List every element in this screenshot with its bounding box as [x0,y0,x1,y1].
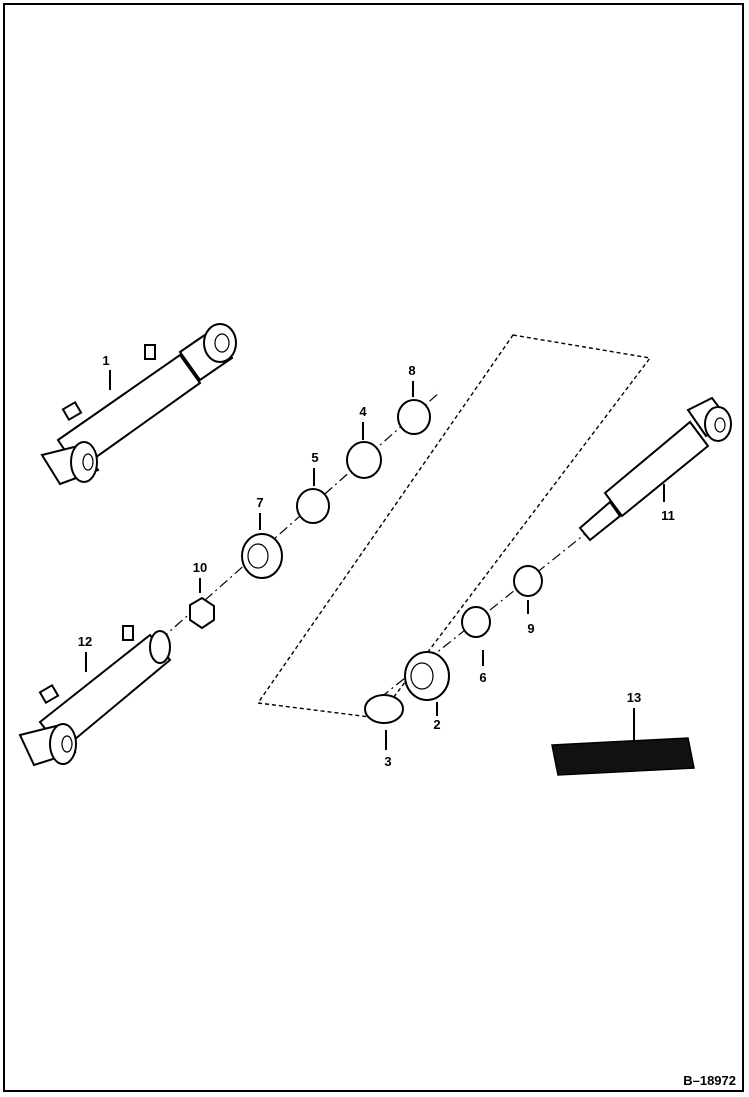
cylinder-assembly-1 [40,323,237,486]
callout-3: 3 [384,754,391,769]
callout-8: 8 [408,363,415,378]
callout-11: 11 [661,508,675,523]
callout-9: 9 [527,621,534,636]
callout-12: 12 [78,634,92,649]
callout-6: 6 [479,670,486,685]
figure-id: B–18972 [683,1073,736,1088]
ring-5 [296,488,330,524]
leader-lines [85,370,665,750]
callout-4: 4 [359,404,367,419]
ring-8 [397,399,431,435]
callout-10: 10 [193,560,207,575]
callout-5: 5 [311,450,318,465]
ring-6 [461,606,491,638]
ring-9 [513,565,543,597]
callout-13: 13 [627,690,641,705]
ring-3 [364,694,404,724]
nut-10 [189,596,215,630]
cylinder-barrel-12 [18,625,172,767]
callout-2: 2 [433,717,440,732]
callout-7: 7 [256,495,263,510]
gland-2 [404,651,450,701]
piston-rod-11 [578,396,732,542]
ring-4 [346,441,382,479]
callout-1: 1 [102,353,109,368]
decal-13 [551,737,695,776]
diagram-frame [3,3,744,1092]
piston-7 [241,533,283,579]
